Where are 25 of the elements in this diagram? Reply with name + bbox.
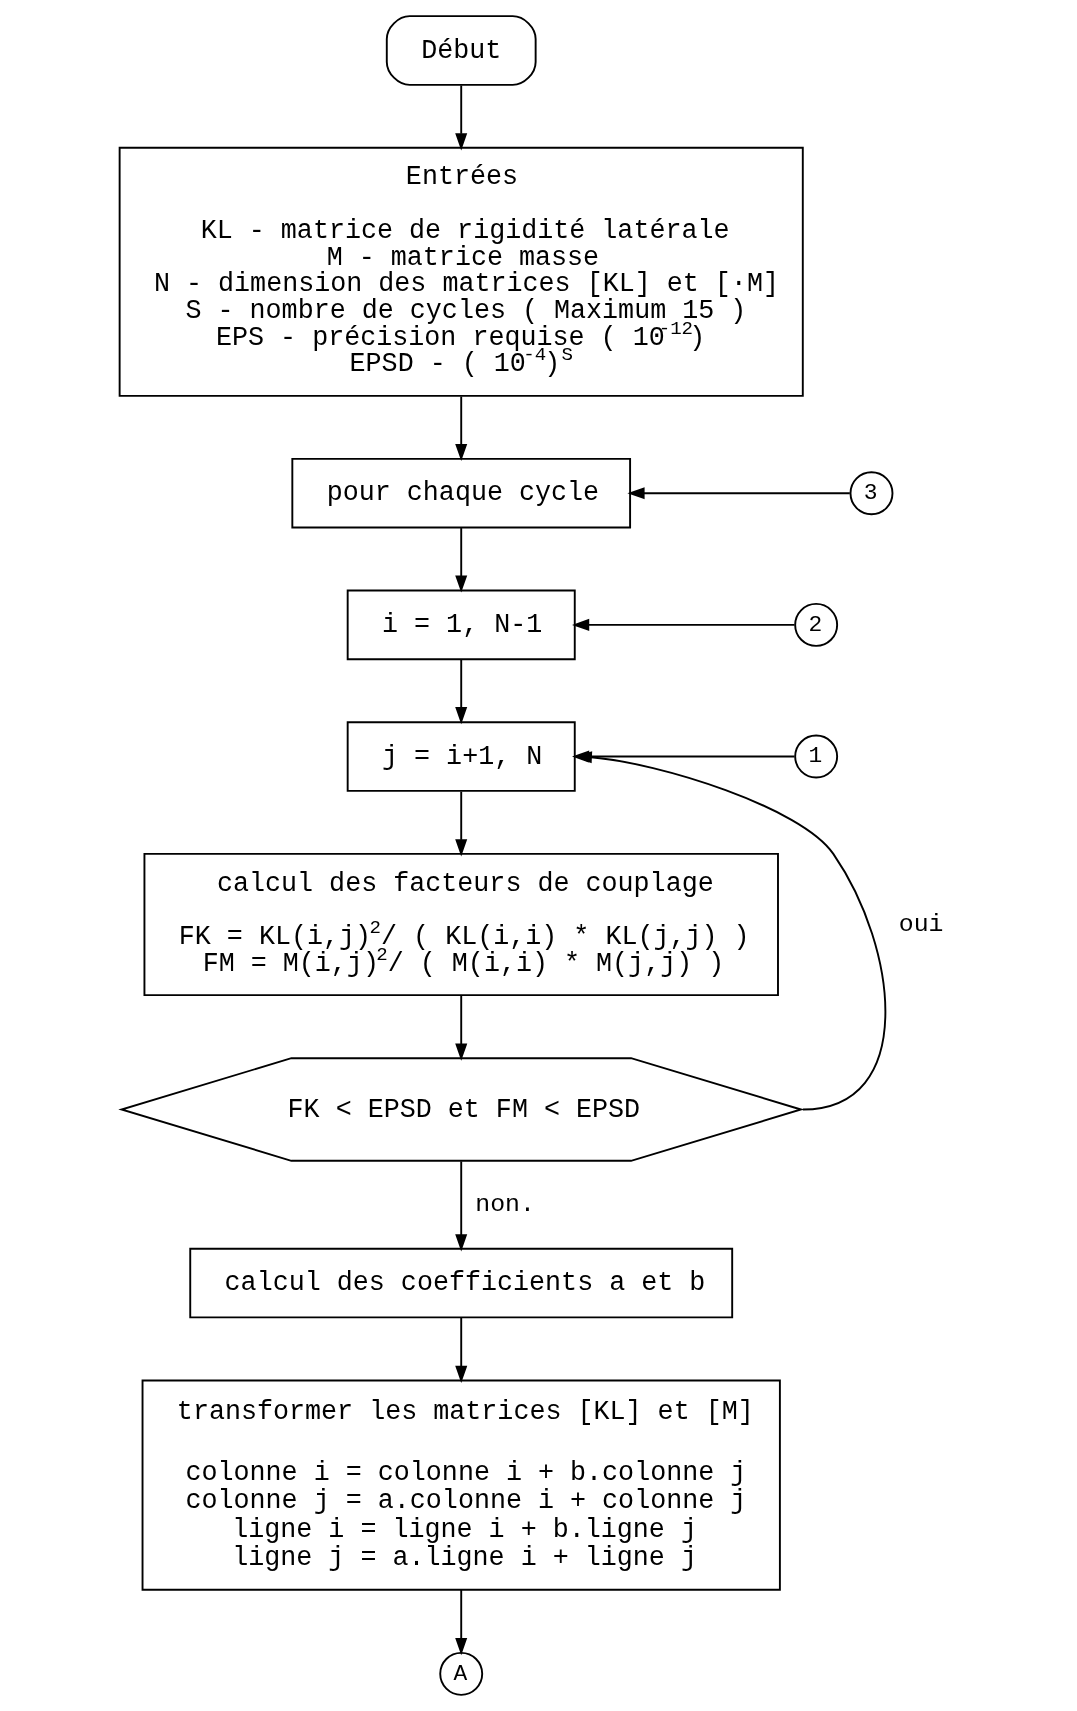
arrow: [455, 1160, 468, 1252]
node-circle: 2: [794, 602, 839, 647]
arrow: [627, 487, 851, 500]
node-box: Entrées KL - matrice de rigidité latérale M - matrice masse N - dimension des matrices [KL] et [·M] S - nombre de cycles ( Maximum 15 ) EPS - précision requise ( 10$^{-12}$) EPSD - ( 10$^{-4}$)$^{S}$: [118, 146, 804, 397]
arrow: [455, 527, 468, 593]
node-box: i = 1, N-1: [346, 589, 576, 661]
node-box: pour chaque cycle: [291, 457, 632, 529]
arrow: [455, 1588, 468, 1656]
edge-label: oui: [898, 909, 944, 938]
arrow: [455, 994, 468, 1061]
arrow: [455, 1316, 468, 1384]
node-box: calcul des facteurs de couplage FK = KL(i,j)$^{2}$/ ( KL(i,i) * KL(j,j) ) FM = M(i,j)$^{2}$/ ( M(i,i) * M(j,j) ): [143, 852, 779, 997]
node-box: transformer les matrices [KL] et [M] colonne i = colonne i + b.colonne j colonne j = a.colonne i + colonne j ligne i = ligne i + b.ligne j ligne j = a.ligne i + ligne j: [141, 1379, 781, 1591]
arrow: [455, 790, 468, 857]
arrow: [455, 84, 468, 151]
node-circle: 1: [794, 734, 839, 779]
node-circle: A: [439, 1651, 484, 1696]
arrow: [572, 618, 796, 631]
node-circle: 3: [849, 471, 894, 516]
node-box: j = i+1, N: [346, 721, 576, 792]
edge-label: non.: [475, 1190, 535, 1219]
arrow: [455, 395, 468, 462]
node-box: calcul des coefficients a et b: [189, 1247, 734, 1319]
arrow: [455, 658, 468, 725]
node-box: Début: [385, 15, 537, 86]
